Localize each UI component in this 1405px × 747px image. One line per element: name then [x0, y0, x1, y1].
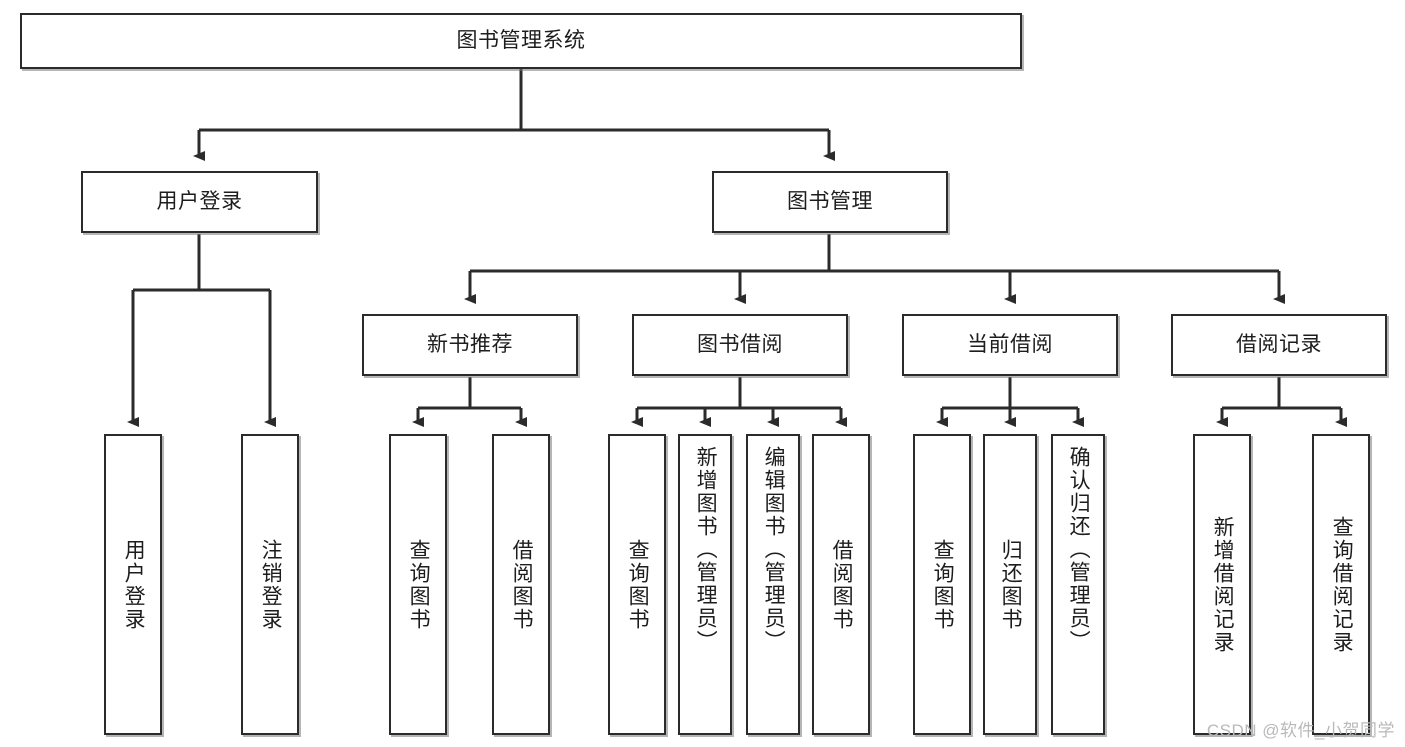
node-root[interactable]: 图书管理系统 [20, 13, 1022, 69]
node-book-borrow[interactable]: 图书借阅 [632, 314, 848, 376]
node-leaf-add-record[interactable]: 新增借阅记录 [1193, 434, 1251, 735]
node-leaf-borrow-book-2[interactable]: 借阅图书 [812, 434, 870, 735]
node-leaf-borrow-book-2-label: 借阅图书 [830, 538, 854, 631]
node-leaf-borrow-book-1[interactable]: 借阅图书 [492, 434, 550, 735]
node-leaf-query-book-2[interactable]: 查询图书 [608, 434, 666, 735]
node-leaf-query-book-1[interactable]: 查询图书 [389, 434, 447, 735]
node-root-label: 图书管理系统 [456, 28, 586, 52]
node-leaf-query-book-3[interactable]: 查询图书 [913, 434, 971, 735]
node-leaf-add-book-label: 新增图书（管理员） [694, 446, 718, 653]
node-leaf-query-book-3-label: 查询图书 [931, 538, 955, 631]
node-new-book-recommend-label: 新书推荐 [427, 332, 513, 356]
node-book-management[interactable]: 图书管理 [712, 171, 948, 233]
node-user-login[interactable]: 用户登录 [81, 171, 318, 233]
node-leaf-borrow-book-1-label: 借阅图书 [510, 538, 534, 631]
node-book-management-label: 图书管理 [787, 189, 873, 213]
node-leaf-logout-login-label: 注销登录 [259, 538, 283, 631]
node-leaf-edit-book-label: 编辑图书（管理员） [762, 446, 786, 653]
node-leaf-logout-login[interactable]: 注销登录 [241, 434, 299, 735]
node-borrow-record[interactable]: 借阅记录 [1171, 314, 1387, 376]
node-borrow-record-label: 借阅记录 [1236, 332, 1322, 356]
node-book-borrow-label: 图书借阅 [697, 332, 783, 356]
node-leaf-edit-book[interactable]: 编辑图书（管理员） [746, 434, 800, 735]
watermark: CSDN @软件_小贺同学 [1206, 721, 1395, 740]
node-leaf-query-record-label: 查询借阅记录 [1330, 515, 1354, 654]
node-leaf-confirm-return[interactable]: 确认归还（管理员） [1051, 434, 1105, 735]
node-leaf-add-book[interactable]: 新增图书（管理员） [678, 434, 732, 735]
node-user-login-label: 用户登录 [156, 189, 243, 213]
node-leaf-confirm-return-label: 确认归还（管理员） [1067, 446, 1091, 653]
node-leaf-user-login-label: 用户登录 [122, 538, 146, 631]
node-leaf-query-book-2-label: 查询图书 [626, 538, 650, 631]
node-leaf-return-book-label: 归还图书 [999, 538, 1023, 631]
node-leaf-return-book[interactable]: 归还图书 [983, 434, 1037, 735]
node-leaf-user-login[interactable]: 用户登录 [104, 434, 162, 735]
node-leaf-add-record-label: 新增借阅记录 [1211, 515, 1235, 654]
node-current-borrow-label: 当前借阅 [967, 332, 1053, 356]
node-new-book-recommend[interactable]: 新书推荐 [362, 314, 578, 376]
node-leaf-query-record[interactable]: 查询借阅记录 [1312, 434, 1370, 735]
node-leaf-query-book-1-label: 查询图书 [407, 538, 431, 631]
node-current-borrow[interactable]: 当前借阅 [902, 314, 1118, 376]
